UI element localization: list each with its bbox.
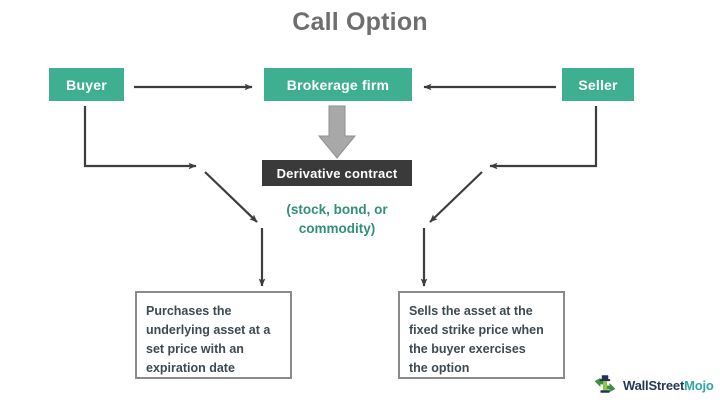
buyer-outcome-line-1: Purchases the: [146, 304, 232, 318]
edge-brokerage-to-derivative: [317, 105, 357, 159]
logo-text-wallstreet: WallStreet: [623, 377, 685, 393]
asset-note-line-2: commodity): [298, 221, 376, 236]
node-seller-label: Seller: [578, 76, 618, 93]
seller-outcome-line-4: the option: [409, 361, 470, 375]
node-derivative-contract[interactable]: Derivative contract: [262, 160, 412, 186]
node-seller-outcome: Sells the asset at the fixed strike pric…: [398, 291, 565, 379]
page-title: Call Option: [292, 8, 428, 36]
seller-outcome-line-2: fixed strike price when: [409, 323, 544, 337]
buyer-outcome-line-2: underlying asset at a: [146, 323, 271, 337]
edge-buyer-to-purchase-box: [83, 106, 266, 287]
asset-note-line-1: (stock, bond, or: [286, 202, 388, 217]
wallstreetmojo-logo: WallStreetMojo: [592, 372, 714, 398]
wallstreetmojo-logo-icon: [594, 375, 616, 393]
seller-outcome-line-1: Sells the asset at the: [409, 304, 533, 318]
node-buyer-label: Buyer: [66, 76, 107, 93]
edge-seller-to-sells-box: [420, 106, 598, 287]
node-buyer-outcome: Purchases the underlying asset at a set …: [135, 291, 292, 379]
buyer-outcome-line-4: expiration date: [146, 361, 235, 375]
buyer-outcome-line-3: set price with an: [146, 342, 244, 356]
seller-outcome-line-3: the buyer exercises: [409, 342, 526, 356]
logo-text-mojo: Mojo: [684, 377, 714, 393]
wallstreetmojo-logo-text: WallStreetMojo: [623, 378, 714, 393]
node-derivative-contract-label: Derivative contract: [276, 165, 398, 181]
node-seller[interactable]: Seller: [562, 68, 634, 101]
node-buyer[interactable]: Buyer: [49, 68, 124, 101]
node-brokerage-firm[interactable]: Brokerage firm: [264, 68, 412, 101]
asset-note: (stock, bond, or commodity): [257, 200, 417, 238]
node-brokerage-firm-label: Brokerage firm: [286, 76, 390, 93]
